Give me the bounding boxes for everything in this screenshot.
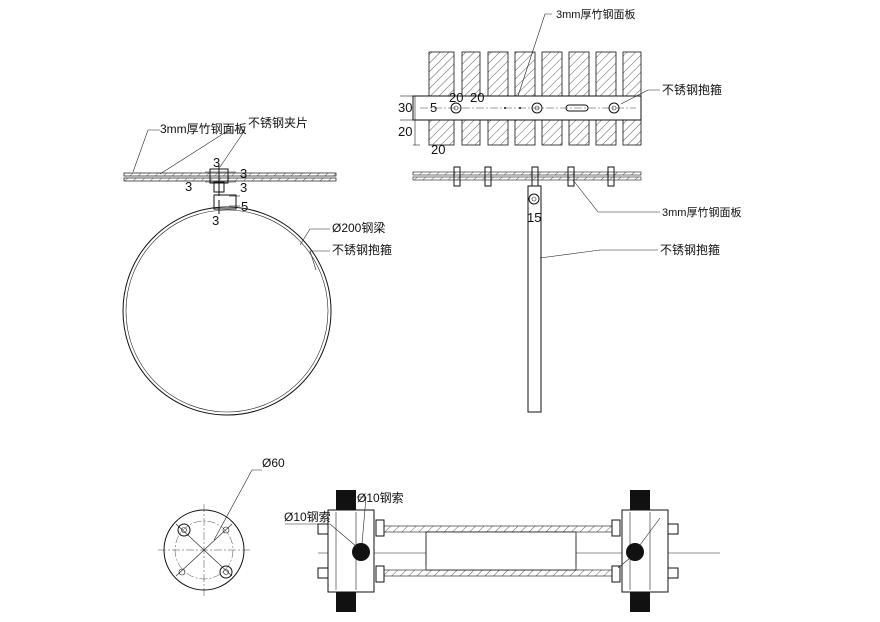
cable-left bbox=[352, 543, 370, 561]
dim-clip-width: 5 bbox=[241, 199, 248, 214]
label-hoop-bottom: 不锈钢抱箍 bbox=[660, 242, 720, 257]
dim-clip-top: 3 bbox=[213, 155, 220, 170]
dim-strip-height: 30 bbox=[398, 100, 412, 115]
label-hoop-left: 不锈钢抱箍 bbox=[332, 242, 392, 257]
clip-dimension-ticks bbox=[205, 171, 240, 207]
strip-bolts bbox=[450, 102, 620, 114]
leader-lines-left bbox=[132, 129, 330, 271]
label-beam: Ø200钢梁 bbox=[332, 220, 385, 235]
label-hoop-top: 不锈钢抱箍 bbox=[662, 82, 722, 97]
label-panel-mid: 3mm厚竹钢面板 bbox=[662, 205, 741, 219]
connector-nuts bbox=[317, 519, 679, 583]
bamboo-panel-left bbox=[123, 172, 337, 182]
dim-bolt-b: 20 bbox=[470, 90, 484, 105]
flange-disc-detail: Ø60 bbox=[158, 456, 285, 596]
cable-connector-detail: Ø10钢索 Ø10钢索 bbox=[284, 490, 720, 612]
strip-dimension-lines bbox=[400, 95, 420, 146]
steel-clip bbox=[209, 164, 237, 214]
dim-clip-left: 3 bbox=[185, 179, 192, 194]
label-panel-left: 3mm厚竹钢面板 bbox=[160, 122, 247, 136]
panel-elevation bbox=[412, 166, 642, 413]
hoop-section-detail: 3mm厚竹钢面板 不锈钢夹片 Ø200钢梁 不锈钢抱箍 3 3 3 3 5 3 bbox=[122, 116, 392, 416]
leader-lines-right bbox=[517, 13, 660, 259]
dim-left-gap: 20 bbox=[398, 124, 412, 139]
dim-hanger-width: 15 bbox=[527, 210, 541, 225]
dim-bottom-gap: 20 bbox=[431, 142, 445, 157]
dim-clip-right-b: 3 bbox=[240, 180, 247, 195]
label-dia-60: Ø60 bbox=[262, 456, 285, 470]
cable-right bbox=[626, 543, 644, 561]
disc-bolts bbox=[177, 523, 233, 579]
dim-clip-right-a: 3 bbox=[240, 166, 247, 181]
dim-clip-bottom: 3 bbox=[212, 213, 219, 228]
dim-bolt-a: 20 bbox=[449, 90, 463, 105]
label-cable-a: Ø10钢索 bbox=[357, 491, 404, 505]
steel-beam-circle bbox=[122, 206, 332, 416]
leader-lines-bottom bbox=[285, 496, 661, 569]
panel-plan-detail: 3mm厚竹钢面板 不锈钢抱箍 3mm厚竹钢面板 不锈钢抱箍 30 5 20 20… bbox=[398, 7, 741, 413]
label-panel-top: 3mm厚竹钢面板 bbox=[556, 7, 635, 21]
label-clip: 不锈钢夹片 bbox=[248, 116, 308, 130]
label-cable-b: Ø10钢索 bbox=[284, 510, 331, 524]
dim-bolt-edge: 5 bbox=[430, 100, 437, 115]
